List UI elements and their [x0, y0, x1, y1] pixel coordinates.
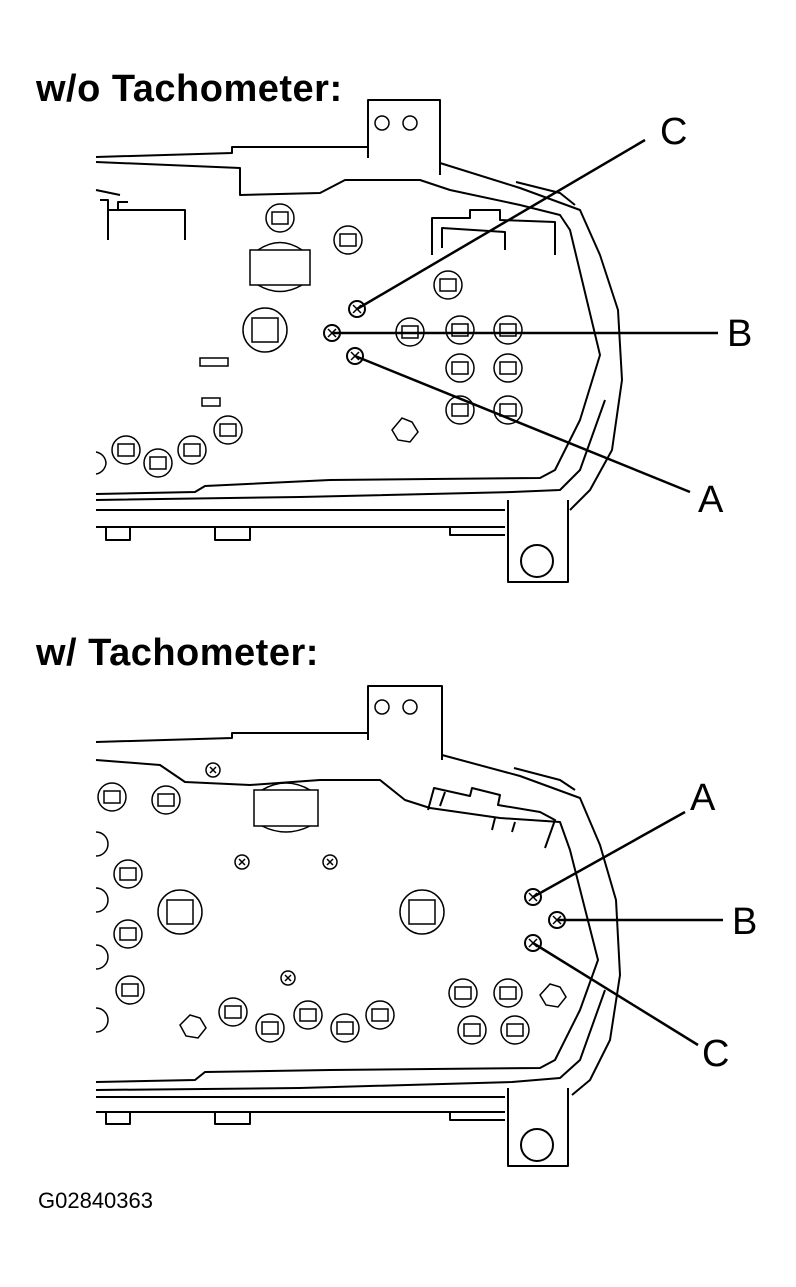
- callout-c: C: [660, 111, 687, 153]
- callout-c: C: [702, 1033, 729, 1075]
- callout-a: A: [690, 777, 716, 819]
- indicator-bulbs: [95, 762, 567, 1045]
- leader-lines: [332, 138, 718, 494]
- indicator-bulbs: [95, 203, 523, 478]
- figure-code: G02840363: [38, 1188, 153, 1213]
- cluster-diagram-without-tachometer: C B A: [95, 99, 752, 583]
- callout-a: A: [698, 479, 724, 521]
- diagram-title-with-tachometer: w/ Tachometer:: [36, 632, 319, 674]
- callout-b: B: [732, 901, 757, 943]
- cluster-housing-outline: [95, 99, 623, 583]
- diagram-title-without-tachometer: w/o Tachometer:: [36, 68, 343, 110]
- cluster-housing-outline: [95, 685, 621, 1167]
- callout-b: B: [727, 313, 752, 355]
- cluster-diagram-with-tachometer: A B C: [95, 685, 757, 1167]
- leader-lines: [532, 810, 723, 1047]
